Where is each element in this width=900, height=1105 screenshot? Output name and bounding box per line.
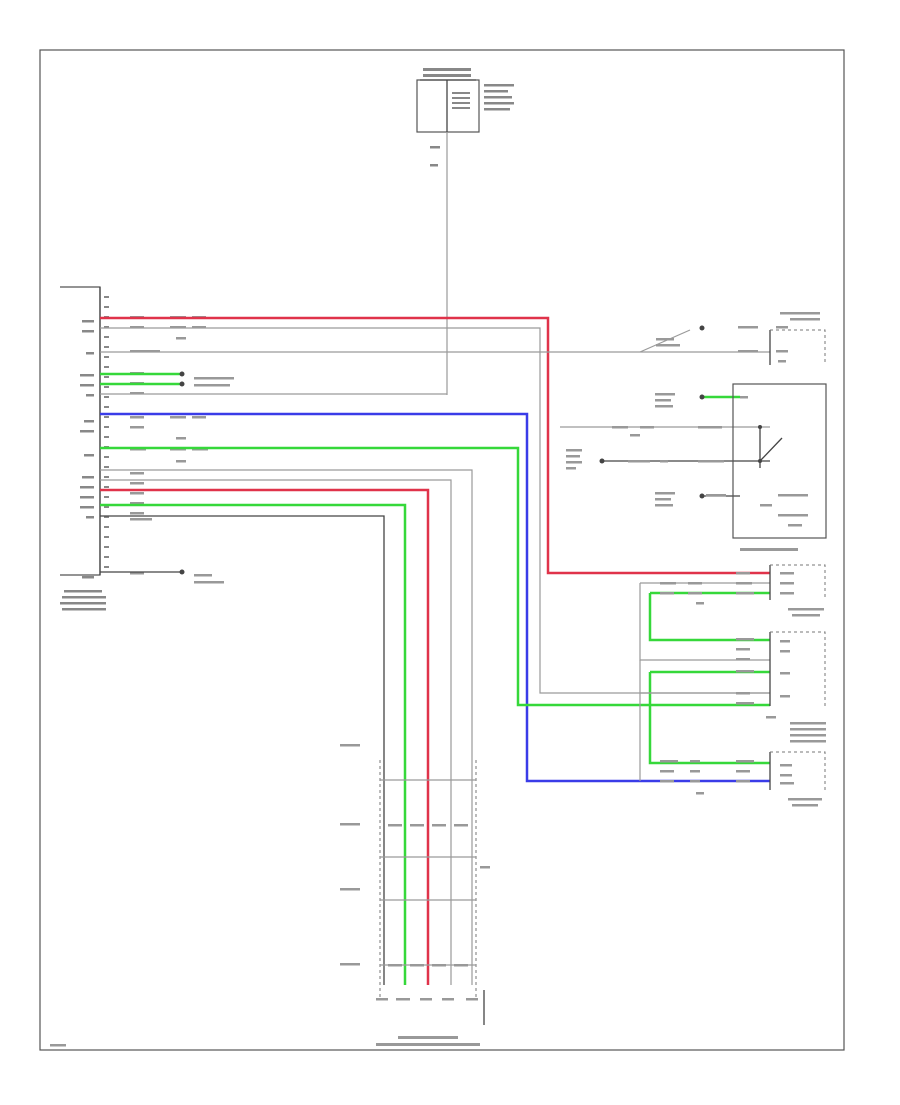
- green-wire-right-2: [648, 593, 770, 642]
- diagram-frame: [39, 49, 845, 1051]
- right-upper-connector: [639, 312, 826, 365]
- red-wire-lower: [100, 488, 430, 985]
- top-component: [416, 68, 514, 395]
- green-wire-lower: [100, 503, 407, 985]
- blue-wire-main: [100, 412, 770, 783]
- arrow-terminals: [179, 325, 705, 575]
- gray-wire-5: [100, 469, 473, 985]
- switch-box: [566, 383, 827, 551]
- right-lower-connectors: [660, 564, 826, 807]
- red-wire-main: [100, 316, 770, 575]
- gray-wire-8: [639, 583, 770, 661]
- gray-wire-1: [100, 327, 770, 694]
- dark-wire-1: [100, 515, 385, 985]
- gray-wire-4: [100, 479, 452, 985]
- left-ecu-connector: [60, 286, 109, 611]
- green-wire-main: [100, 446, 770, 707]
- green-wire-right-3: [648, 672, 770, 765]
- bottom-connector: [50, 744, 490, 1047]
- left-wire-labels: [130, 316, 234, 584]
